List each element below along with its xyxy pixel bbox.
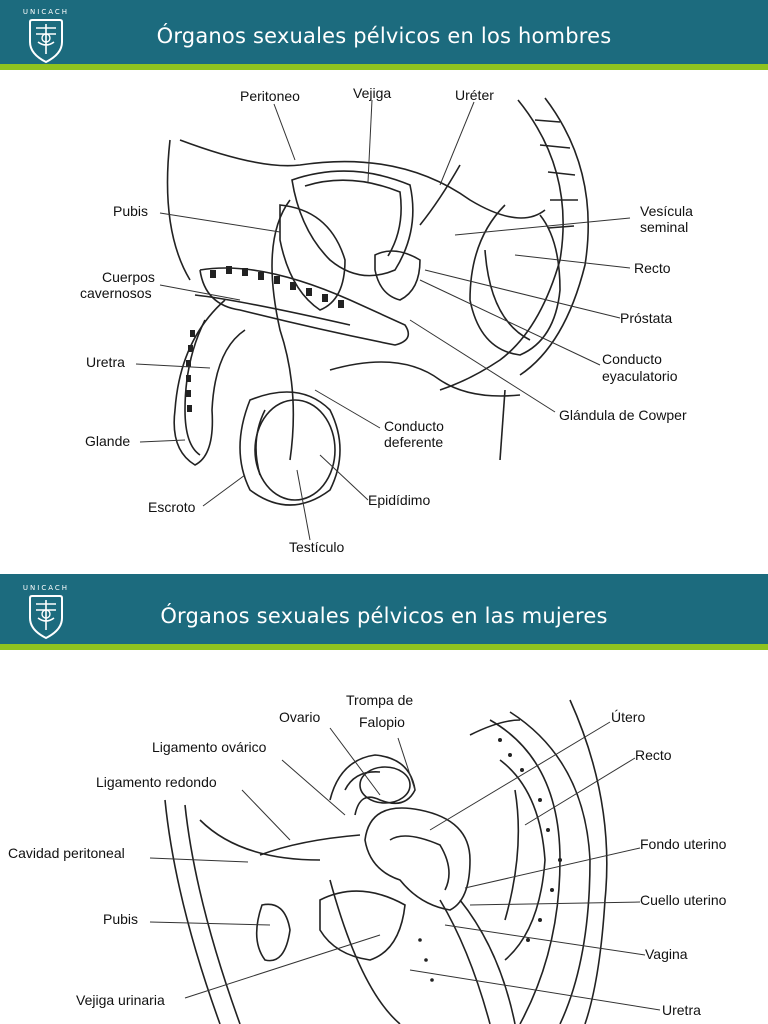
university-crest-icon: UNICACH [22, 8, 70, 64]
female-pelvis-diagram: Trompa de Falopio Ovario Útero Ligamento… [0, 656, 768, 1024]
logo-text: UNICACH [22, 8, 70, 16]
label-ureter: Uréter [455, 87, 494, 103]
label-ovario: Ovario [279, 709, 320, 725]
label-lig-ovarico: Ligamento ovárico [152, 739, 267, 755]
accent-bar [0, 644, 768, 650]
slide-male: UNICACH Órganos sexuales pélvicos en los… [0, 0, 768, 574]
label-trompa-1: Trompa de [346, 692, 413, 708]
label-recto: Recto [634, 260, 671, 276]
label-pubis: Pubis [103, 911, 138, 927]
slide-header: UNICACH Órganos sexuales pélvicos en los… [0, 0, 768, 70]
university-crest-icon: UNICACH [22, 584, 70, 640]
label-glande: Glande [85, 433, 130, 449]
label-cuerpos-2: cavernosos [80, 285, 152, 301]
female-pelvis-drawing: Trompa de Falopio Ovario Útero Ligamento… [8, 692, 727, 1024]
label-conducto-def-2: deferente [384, 434, 443, 450]
label-testiculo: Testículo [289, 539, 344, 555]
label-prostata: Próstata [620, 310, 672, 326]
label-cuerpos-1: Cuerpos [102, 269, 155, 285]
label-epididimo: Epidídimo [368, 492, 430, 508]
label-trompa-2: Falopio [359, 714, 405, 730]
label-recto: Recto [635, 747, 672, 763]
label-vesicula-1: Vesícula [640, 203, 693, 219]
slide-title: Órganos sexuales pélvicos en las mujeres [160, 604, 608, 628]
label-peritoneo: Peritoneo [240, 88, 300, 104]
label-cuello: Cuello uterino [640, 892, 727, 908]
label-conducto-def-1: Conducto [384, 418, 444, 434]
male-pelvis-diagram: Peritoneo Vejiga Uréter Pubis Vesícula s… [0, 76, 768, 574]
label-cavidad: Cavidad peritoneal [8, 845, 125, 861]
label-vagina: Vagina [645, 946, 688, 962]
label-fondo: Fondo uterino [640, 836, 727, 852]
label-pubis: Pubis [113, 203, 148, 219]
label-glandula: Glándula de Cowper [559, 407, 687, 423]
label-uretra: Uretra [662, 1002, 701, 1018]
label-escroto: Escroto [148, 499, 196, 515]
male-pelvis-drawing: Peritoneo Vejiga Uréter Pubis Vesícula s… [80, 85, 693, 555]
label-conducto-eyac-2: eyaculatorio [602, 368, 678, 384]
slide-title: Órganos sexuales pélvicos en los hombres [156, 24, 612, 48]
logo-text: UNICACH [22, 584, 70, 592]
label-utero: Útero [611, 709, 645, 725]
accent-bar [0, 64, 768, 70]
label-conducto-eyac-1: Conducto [602, 351, 662, 367]
label-vejiga: Vejiga urinaria [76, 992, 165, 1008]
slide-header: UNICACH Órganos sexuales pélvicos en las… [0, 574, 768, 650]
slide-female: UNICACH Órganos sexuales pélvicos en las… [0, 574, 768, 1024]
label-vesicula-2: seminal [640, 219, 688, 235]
label-lig-redondo: Ligamento redondo [96, 774, 217, 790]
label-uretra: Uretra [86, 354, 125, 370]
label-vejiga: Vejiga [353, 85, 391, 101]
